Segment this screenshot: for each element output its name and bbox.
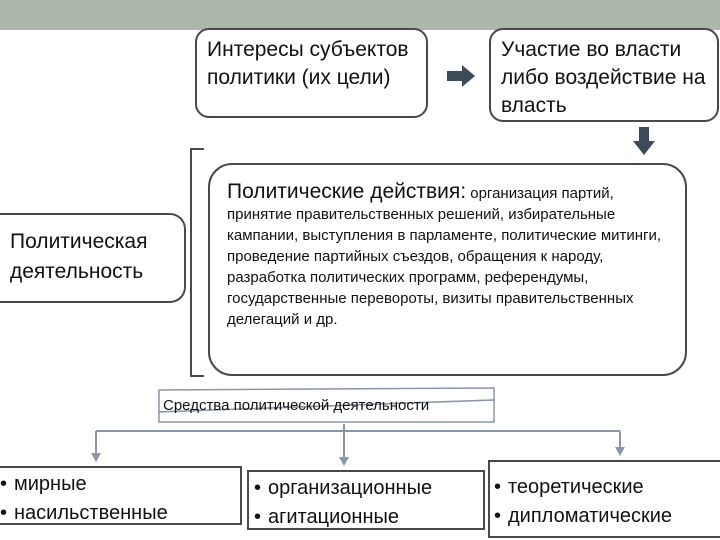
political-activity-box: Политическая деятельность xyxy=(0,213,186,303)
category-item: теоретические xyxy=(494,473,720,502)
participation-box: Участие во власти либо воздействие на вл… xyxy=(489,28,719,122)
category-item: дипломатические xyxy=(494,502,720,531)
goals-text: Интересы субъектов политики (их цели) xyxy=(207,38,409,89)
means-category-organizational: организационные агитационные xyxy=(247,470,485,530)
means-label: Средства политической деятельности xyxy=(163,397,430,414)
political-actions-text: организация партий, принятие правительст… xyxy=(227,185,662,328)
political-activity-text: Политическая деятельность xyxy=(10,230,148,283)
means-label-frame xyxy=(158,387,495,423)
category-item: мирные xyxy=(0,470,240,499)
category-item: агитационные xyxy=(254,503,483,532)
title-bar xyxy=(0,0,720,30)
down-arrow-icon xyxy=(633,127,655,155)
means-category-peaceful: мирные насильственные xyxy=(0,466,242,525)
political-actions-box: Политические действия: организация парти… xyxy=(208,163,687,376)
participation-text: Участие во власти либо воздействие на вл… xyxy=(501,38,706,117)
goals-box: Интересы субъектов политики (их цели) xyxy=(195,28,428,118)
grouping-bracket xyxy=(190,148,204,377)
right-arrow-icon xyxy=(447,65,475,87)
category-item: организационные xyxy=(254,474,483,503)
means-category-theoretical: теоретические дипломатические xyxy=(488,460,720,538)
political-actions-title: Политические действия: xyxy=(227,180,467,203)
category-item: насильственные xyxy=(0,499,240,528)
